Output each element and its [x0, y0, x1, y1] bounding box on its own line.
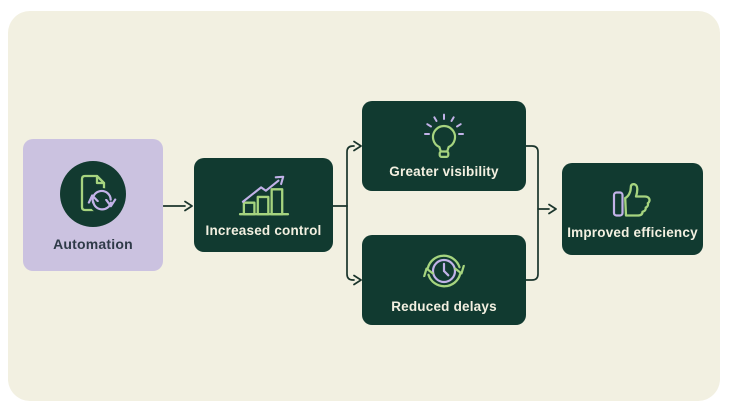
node-greater-visibility: Greater visibility: [362, 101, 526, 191]
node-improved-efficiency: Improved efficiency: [562, 163, 703, 255]
node-increased-control: Increased control: [194, 158, 333, 252]
node-label: Increased control: [205, 222, 322, 238]
node-label: Automation: [53, 235, 133, 252]
node-reduced-delays: Reduced delays: [362, 235, 526, 325]
node-label: Reduced delays: [391, 299, 497, 315]
node-label: Greater visibility: [389, 164, 499, 180]
thumbs-up-icon: [612, 183, 651, 217]
clock-refresh-icon: [417, 254, 471, 288]
node-label: Improved efficiency: [567, 225, 698, 241]
node-automation: Automation: [23, 139, 163, 271]
bar-chart-up-icon: [238, 173, 289, 216]
lightbulb-icon: [424, 113, 464, 159]
document-sync-icon: [60, 160, 126, 227]
